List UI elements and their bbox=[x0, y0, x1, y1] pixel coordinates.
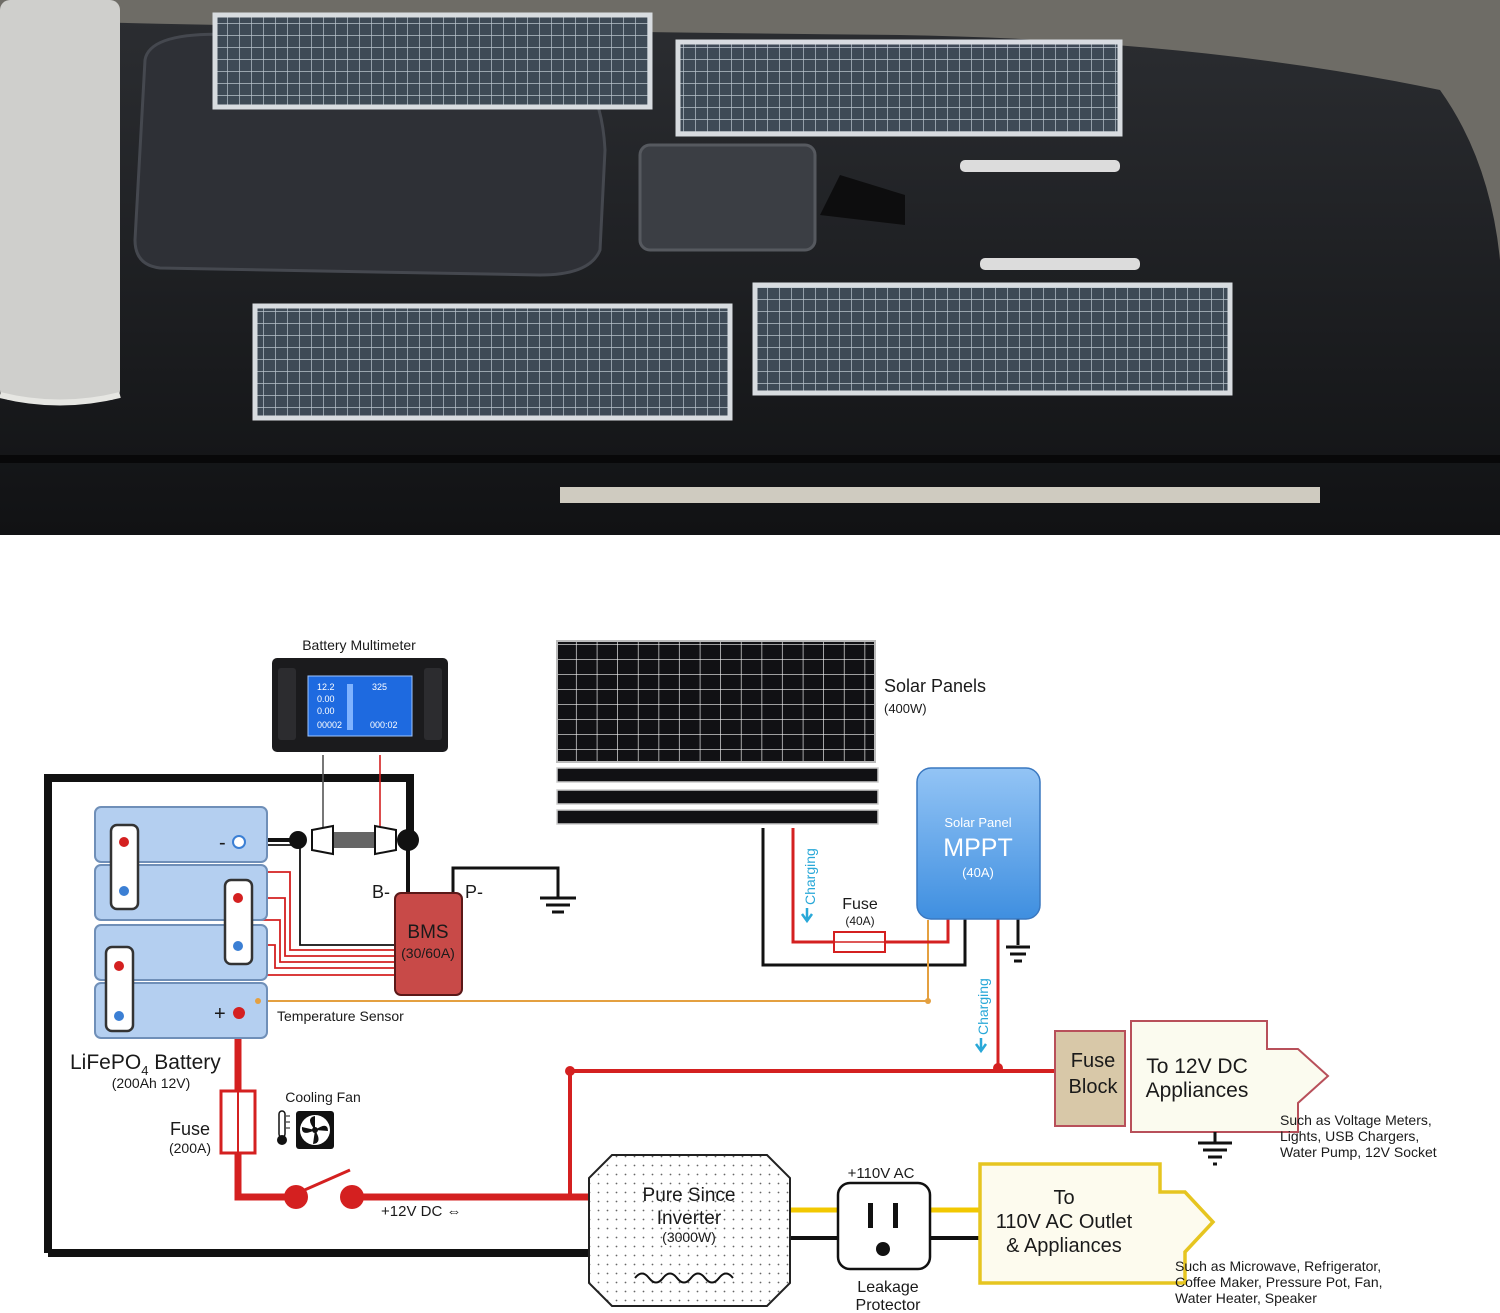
temperature-sensor-wire bbox=[258, 920, 929, 1002]
multimeter-screen bbox=[307, 675, 413, 737]
outlet-icon bbox=[868, 1203, 898, 1256]
fuse-block-label-2: Block bbox=[1069, 1076, 1119, 1098]
fan-icon bbox=[296, 1111, 334, 1149]
inverter-label-2: Inverter bbox=[657, 1208, 722, 1229]
shunt bbox=[289, 824, 419, 856]
screen-power: 0.00 bbox=[317, 706, 335, 716]
screen-current: 0.00 bbox=[317, 694, 335, 704]
mppt-label: MPPT bbox=[943, 834, 1012, 862]
multimeter-label: Battery Multimeter bbox=[302, 637, 416, 653]
dc-appliances-arrow bbox=[1130, 1020, 1330, 1133]
leakage-protector bbox=[836, 1181, 932, 1271]
junction-dot bbox=[565, 1066, 575, 1076]
ground-symbol bbox=[1006, 945, 1030, 963]
bms bbox=[394, 892, 463, 996]
charging-label: Charging bbox=[802, 848, 818, 905]
dc-note-1: Such as Voltage Meters, bbox=[1280, 1112, 1432, 1128]
battery-spec: (200Ah 12V) bbox=[112, 1075, 191, 1091]
screen-time: 000:02 bbox=[370, 720, 398, 730]
thermometer-icon bbox=[277, 1110, 290, 1145]
screen-energy: 00002 bbox=[317, 720, 342, 730]
main-fuse-rating: (200A) bbox=[169, 1140, 211, 1156]
solar-panels bbox=[556, 640, 879, 825]
solar-panel bbox=[675, 39, 1123, 137]
charging-arrow-icon bbox=[800, 908, 814, 924]
dc-appliances-label-2: Appliances bbox=[1146, 1079, 1249, 1102]
inverter-rating: (3000W) bbox=[662, 1229, 716, 1245]
mppt-fuse-label: Fuse bbox=[842, 896, 878, 913]
sine-wave-icon bbox=[634, 1272, 734, 1284]
junction-dot bbox=[993, 1063, 1003, 1073]
dc-note-2: Lights, USB Chargers, bbox=[1280, 1128, 1419, 1144]
dc-note-3: Water Pump, 12V Socket bbox=[1280, 1144, 1437, 1160]
ac-appliances-label-3: & Appliances bbox=[1006, 1235, 1122, 1257]
mppt-rating: (40A) bbox=[962, 865, 994, 880]
mppt-fuse-rating: (40A) bbox=[845, 914, 874, 928]
ground-symbol bbox=[540, 896, 576, 914]
black-wires bbox=[44, 774, 1020, 1257]
mppt-controller bbox=[916, 767, 1041, 920]
ac-appliances-arrow bbox=[978, 1162, 1216, 1285]
leakage-label-2: Protector bbox=[856, 1297, 922, 1313]
positive-terminal-label: + bbox=[214, 1003, 226, 1025]
ac-appliances-label-2: 110V AC Outlet bbox=[996, 1211, 1133, 1233]
solar-panel bbox=[252, 303, 733, 421]
inverter bbox=[588, 1154, 791, 1307]
wiring-diagram: Battery Multimeter 12.2 325 0.00 0.00 00… bbox=[44, 637, 1437, 1313]
fuse-block bbox=[1054, 1030, 1126, 1127]
screen-voltage: 12.2 bbox=[317, 682, 335, 692]
fuse-block-label-1: Fuse bbox=[1071, 1050, 1115, 1072]
solar-panel bbox=[752, 282, 1233, 396]
b-minus-label: B- bbox=[372, 882, 390, 902]
solar-panels-label: Solar Panels bbox=[884, 676, 986, 696]
temperature-sensor-label: Temperature Sensor bbox=[277, 1008, 404, 1024]
p-minus-label: P- bbox=[465, 882, 483, 902]
negative-terminal-label: - bbox=[219, 832, 226, 854]
multimeter-leads bbox=[322, 755, 381, 830]
junction-box bbox=[820, 175, 905, 225]
ac-bus-label: +110V AC bbox=[848, 1165, 915, 1182]
junction-dot bbox=[925, 998, 931, 1004]
dc-bus-label: +12V DC ⇔ bbox=[381, 1203, 461, 1220]
main-switch bbox=[284, 1168, 364, 1209]
ac-note-1: Such as Microwave, Refrigerator, bbox=[1175, 1258, 1381, 1274]
battery-label: LiFePO4 Battery bbox=[70, 1051, 221, 1078]
charging-label-2: Charging bbox=[975, 978, 991, 1035]
ac-appliances-label-1: To bbox=[1053, 1187, 1074, 1209]
mppt-label-top: Solar Panel bbox=[944, 815, 1011, 830]
main-fuse-label: Fuse bbox=[170, 1119, 210, 1139]
lifepo4-battery bbox=[94, 806, 268, 1039]
solar-panel bbox=[212, 12, 653, 110]
ac-note-3: Water Heater, Speaker bbox=[1175, 1290, 1317, 1306]
inverter-label-1: Pure Since bbox=[643, 1185, 736, 1206]
battery-multimeter: 12.2 325 0.00 0.00 00002 000:02 bbox=[272, 658, 448, 752]
ground-symbol bbox=[1198, 1132, 1232, 1166]
screen-capacity: 325 bbox=[372, 682, 387, 692]
bms-rating: (30/60A) bbox=[401, 945, 455, 961]
leakage-label-1: Leakage bbox=[857, 1279, 918, 1296]
roof-box bbox=[0, 0, 120, 400]
cooling-fan-label: Cooling Fan bbox=[285, 1089, 361, 1105]
solar-panels-rating: (400W) bbox=[884, 701, 927, 716]
junction-dot bbox=[255, 998, 261, 1004]
dc-appliances-label-1: To 12V DC bbox=[1146, 1055, 1248, 1078]
charging-arrow-icon bbox=[974, 1038, 988, 1054]
bms-label: BMS bbox=[407, 922, 448, 943]
rv-roof-photo bbox=[0, 0, 1500, 535]
roof-vent bbox=[638, 143, 817, 252]
ac-note-2: Coffee Maker, Pressure Pot, Fan, bbox=[1175, 1274, 1383, 1290]
